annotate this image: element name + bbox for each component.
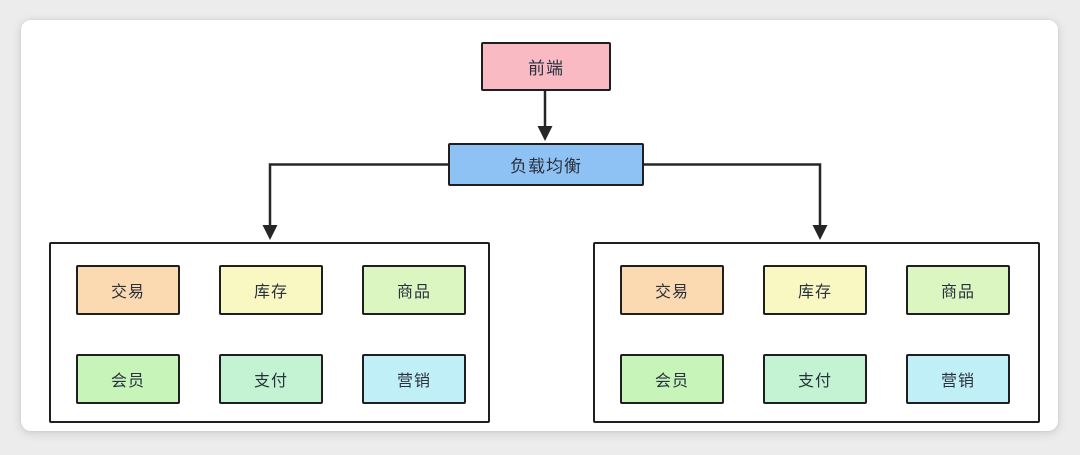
service-box-product: 商品 [362,265,466,315]
service-box-inventory: 库存 [219,265,323,315]
service-box-trade: 交易 [620,265,724,315]
service-box-member: 会员 [76,354,180,404]
cluster-right: 交易 库存 商品 会员 支付 营销 [593,242,1040,423]
service-box-trade: 交易 [76,265,180,315]
cluster-left: 交易 库存 商品 会员 支付 营销 [49,242,490,423]
service-box-marketing: 营销 [362,354,466,404]
service-box-member: 会员 [620,354,724,404]
service-box-product: 商品 [906,265,1010,315]
node-load-balancer: 负载均衡 [448,143,644,186]
node-frontend: 前端 [481,42,611,91]
service-box-marketing: 营销 [906,354,1010,404]
service-box-payment: 支付 [219,354,323,404]
service-box-payment: 支付 [763,354,867,404]
service-box-inventory: 库存 [763,265,867,315]
